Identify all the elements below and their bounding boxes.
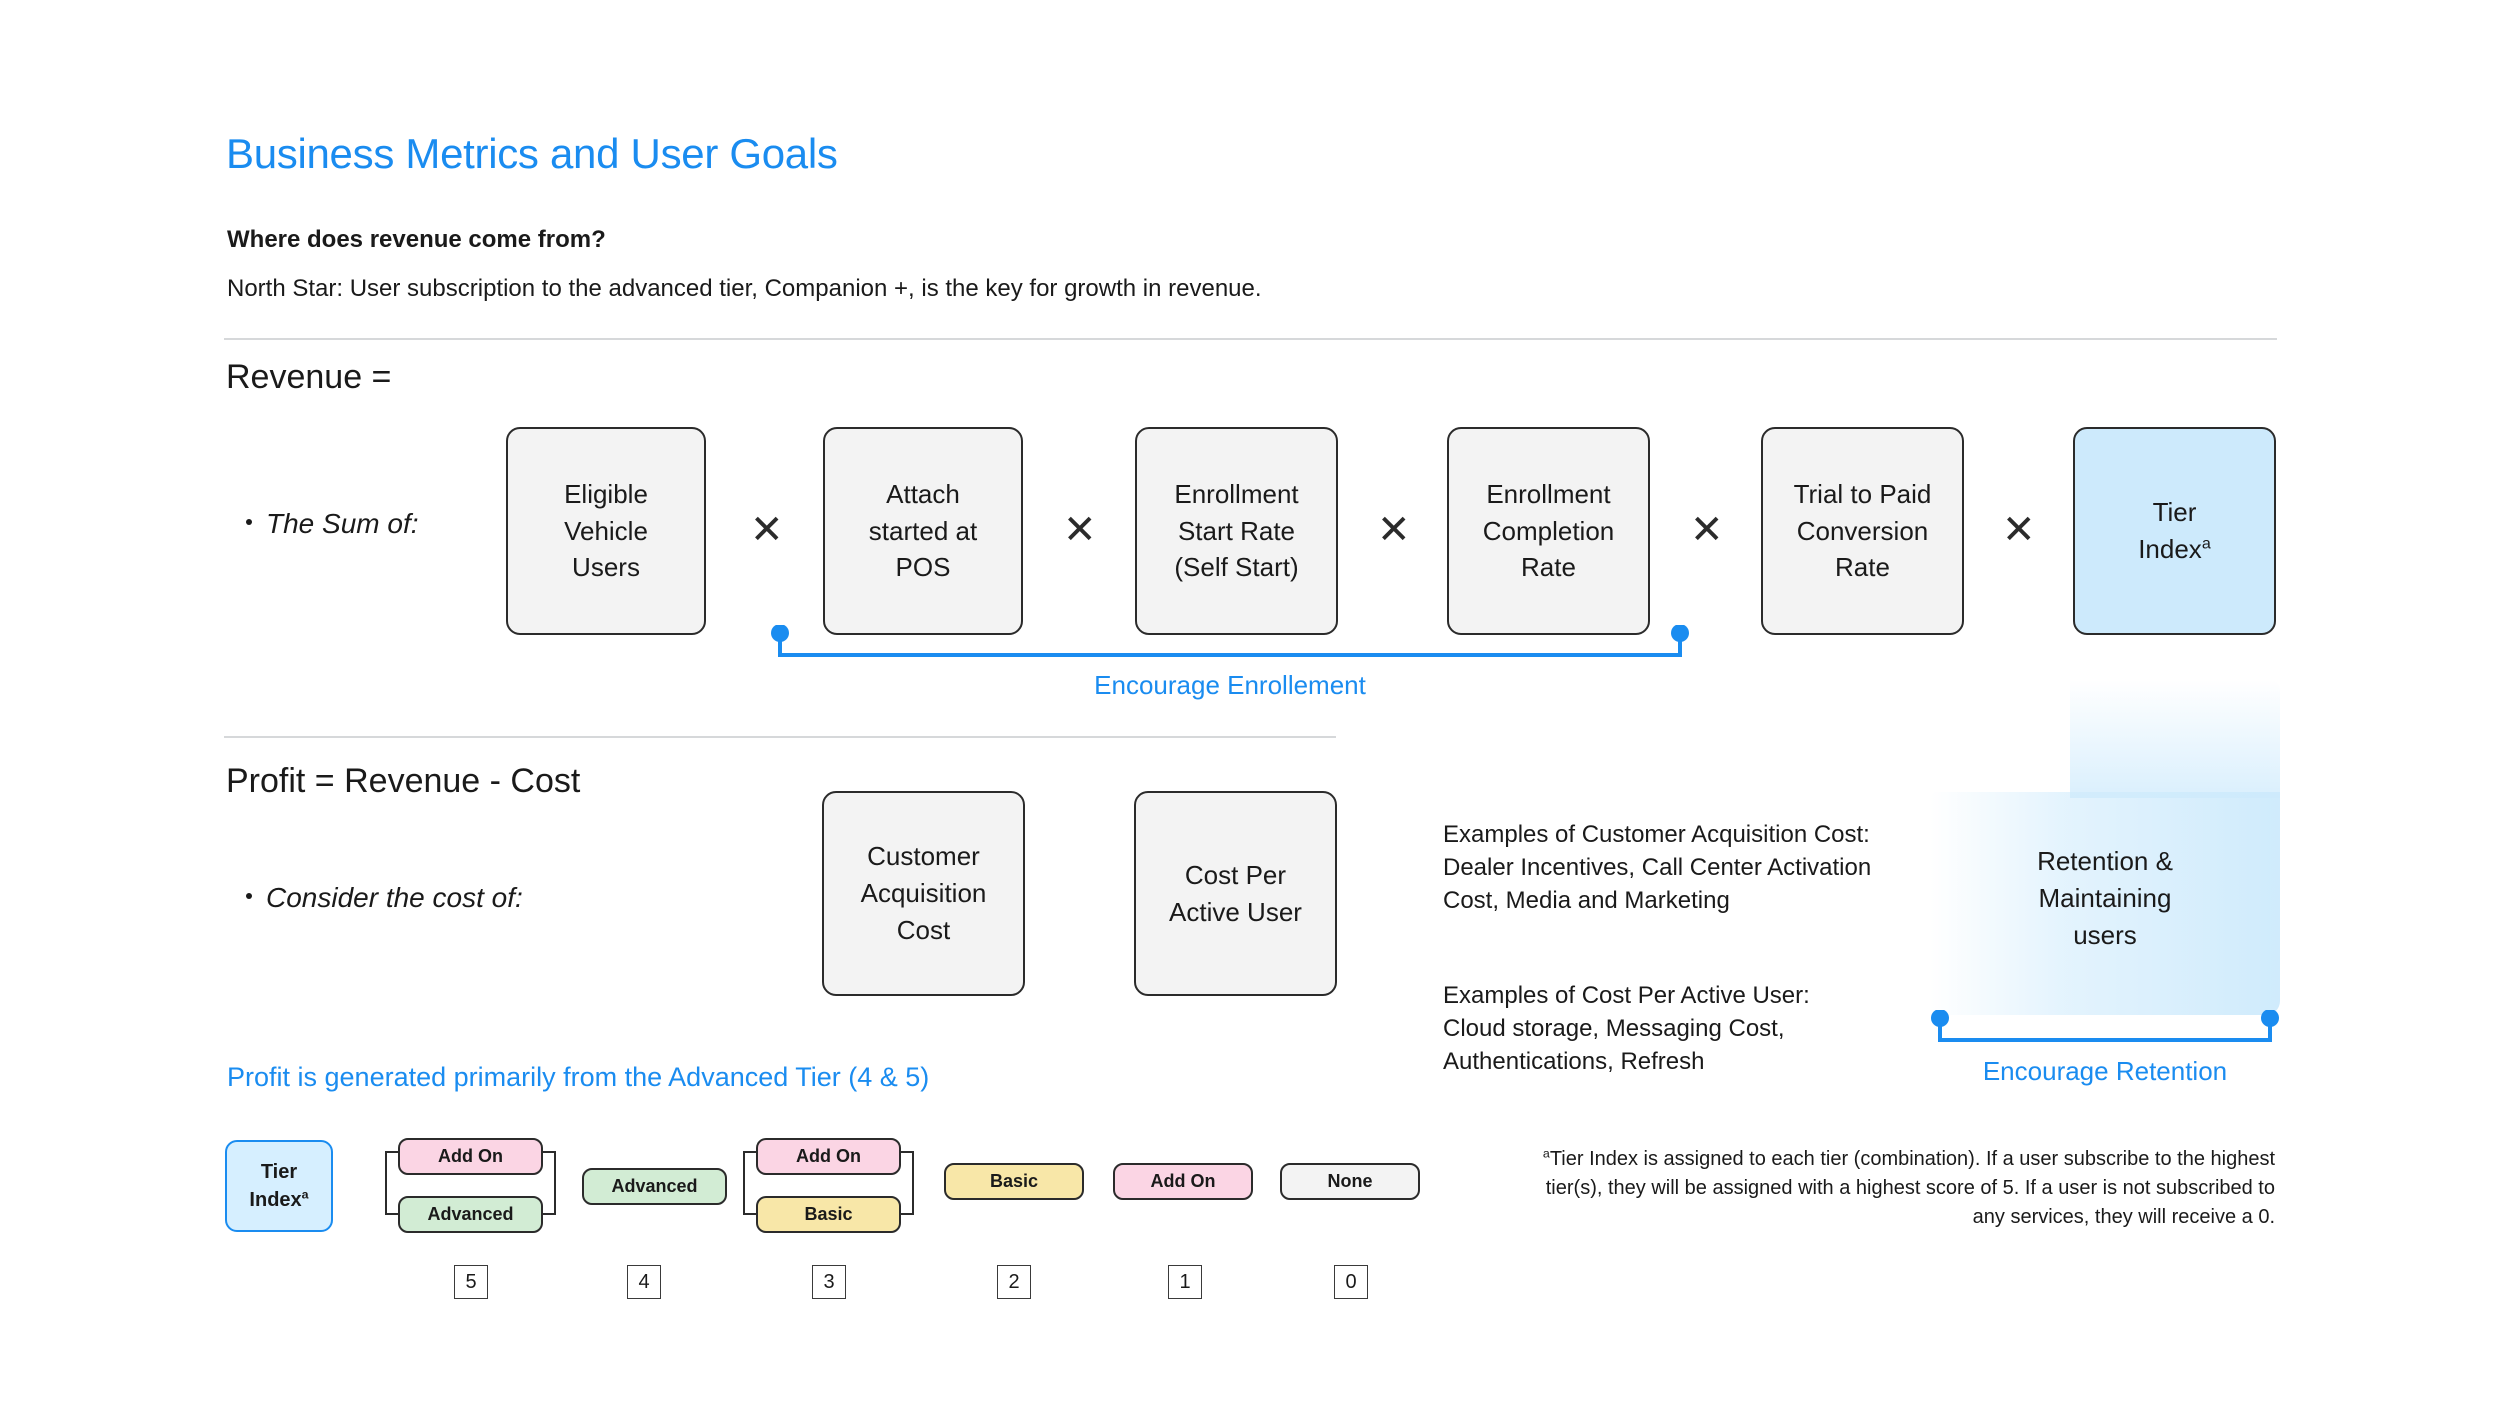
tier-section-heading: Profit is generated primarily from the A… [227, 1062, 930, 1092]
bullet-dot-icon [246, 519, 252, 525]
tier-score-0: 0 [1334, 1265, 1368, 1299]
tier-pill-label: Basic [804, 1204, 853, 1224]
tier-score-2: 2 [997, 1265, 1031, 1299]
tier-pill-basic[interactable]: Basic [944, 1163, 1084, 1200]
cost-examples: Examples of Customer Acquisition Cost:De… [1443, 786, 1871, 1112]
bullet-dot-icon [246, 893, 252, 899]
tier-score-5: 5 [454, 1265, 488, 1299]
tier-score-value: 2 [1008, 1270, 1020, 1293]
tier-pill-label: Add On [438, 1146, 503, 1166]
retention-panel [1930, 680, 2280, 1015]
retention-panel-body [1930, 792, 2280, 1015]
revenue-heading: Revenue = [226, 358, 392, 396]
tier-score-value: 0 [1345, 1270, 1357, 1293]
tier-pill-basic[interactable]: Basic [756, 1196, 901, 1233]
footnote-marker: a [1542, 1146, 1550, 1161]
revenue-bullet-row: The Sum of: [246, 508, 419, 540]
tier-pill-advanced[interactable]: Advanced [582, 1168, 727, 1205]
multiply-icon-1: ✕ [750, 508, 784, 552]
tier-score-3: 3 [812, 1265, 846, 1299]
tier-pill-advanced[interactable]: Advanced [398, 1196, 543, 1233]
tier-combo-1: Add On [1113, 1163, 1253, 1203]
tier-pill-label: None [1327, 1171, 1373, 1191]
tier-score-1: 1 [1168, 1265, 1202, 1299]
multiply-icon-4: ✕ [1690, 508, 1724, 552]
tier-index-footnote-text: Tier Index is assigned to each tier (com… [1545, 1148, 2275, 1228]
page-title: Business Metrics and User Goals [226, 130, 838, 177]
combo-bracket-icon [743, 1151, 914, 1215]
example-customer-acquisition-cost: Examples of Customer Acquisition Cost:De… [1443, 820, 1872, 914]
tier-combo-5: Add On Advanced [378, 1138, 563, 1238]
footnote-marker: a [2201, 534, 2211, 553]
tier-index-footnote: aTier Index is assigned to each tier (co… [1525, 1145, 2275, 1232]
profit-bullet-label: Consider the cost of: [266, 882, 523, 913]
profit-bullet-row: Consider the cost of: [246, 882, 523, 914]
tier-pill-label: Basic [989, 1171, 1039, 1191]
tier-score-value: 4 [638, 1270, 650, 1293]
profit-heading: Profit = Revenue - Cost [226, 762, 581, 800]
tier-pill-label: Advanced [427, 1204, 514, 1224]
tier-combo-3: Add On Basic [736, 1138, 921, 1238]
tier-pill-add-on[interactable]: Add On [1113, 1163, 1253, 1200]
multiply-icon-3: ✕ [1377, 508, 1411, 552]
tier-pill-add-on[interactable]: Add On [398, 1138, 543, 1175]
tier-combo-0: None [1280, 1163, 1420, 1203]
encourage-retention-bracket [1931, 1010, 2279, 1042]
tier-combo-4: Advanced [582, 1168, 727, 1208]
tier-pill-label: Add On [796, 1146, 861, 1166]
tier-score-value: 1 [1179, 1270, 1191, 1293]
multiply-icon-5: ✕ [2002, 508, 2036, 552]
tier-score-4: 4 [627, 1265, 661, 1299]
tier-pill-label: Add On [1150, 1171, 1216, 1191]
tier-pill-none[interactable]: None [1280, 1163, 1420, 1200]
tier-pill-label: Advanced [611, 1176, 698, 1196]
revenue-question: Where does revenue come from? [227, 226, 606, 253]
tier-score-value: 3 [823, 1270, 835, 1293]
north-star-statement: North Star: User subscription to the adv… [227, 275, 1262, 302]
encourage-enrollment-label: Encourage Enrollement [1094, 670, 1366, 700]
example-cost-per-active-user: Examples of Cost Per Active User:Cloud s… [1443, 982, 1810, 1076]
combo-bracket-icon [385, 1151, 556, 1215]
tier-pill-add-on[interactable]: Add On [756, 1138, 901, 1175]
tier-combo-2: Basic [944, 1163, 1084, 1203]
divider-profit [224, 736, 1336, 738]
divider-revenue [224, 338, 2277, 340]
retention-panel-top [2070, 680, 2280, 798]
multiply-icon-2: ✕ [1063, 508, 1097, 552]
footnote-marker: a [301, 1187, 309, 1202]
encourage-retention-label: Encourage Retention [1982, 1056, 2228, 1086]
tier-score-value: 5 [465, 1270, 477, 1293]
revenue-bullet-label: The Sum of: [266, 508, 419, 539]
